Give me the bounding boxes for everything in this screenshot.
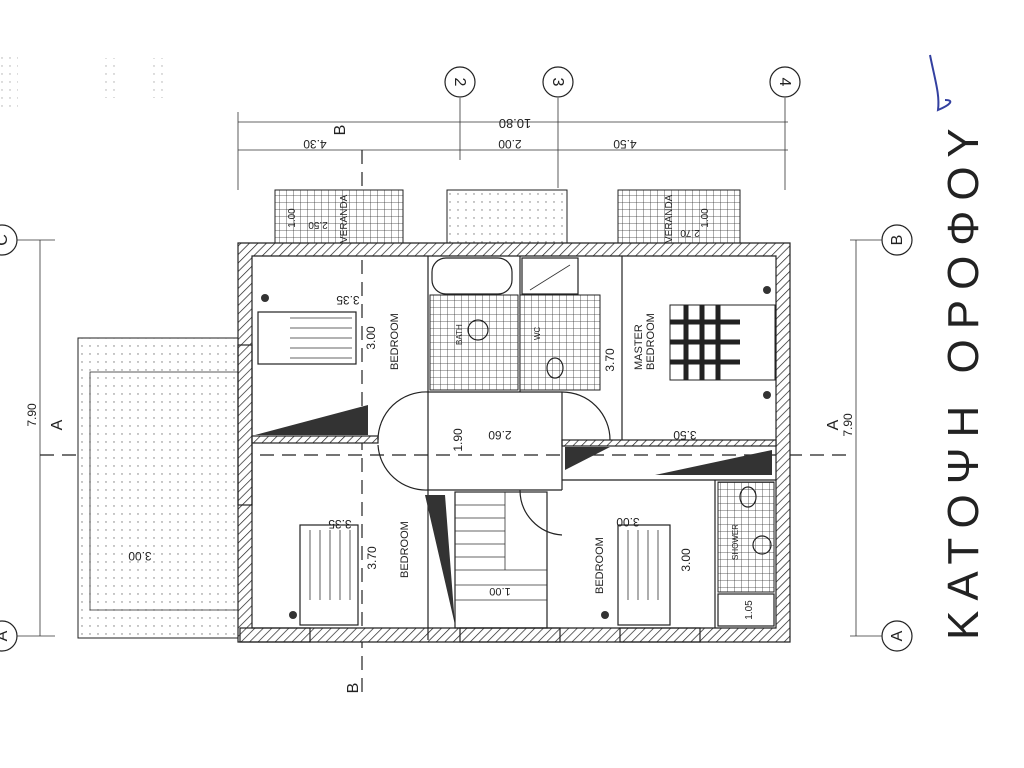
dim-stair: 1.00 xyxy=(489,585,510,597)
dim-hall-d: 1.90 xyxy=(451,428,465,452)
room-master-2: BEDROOM xyxy=(645,313,657,370)
room-master-1: MASTER xyxy=(633,324,645,370)
bath-label: BATH xyxy=(455,324,464,345)
stamp-marks xyxy=(0,55,163,110)
grid-label-3: 3 xyxy=(549,78,566,87)
walls xyxy=(237,242,791,643)
section-a-right: A xyxy=(825,419,842,430)
grid-label-b: B xyxy=(889,235,906,246)
dim-veranda1-w: 2.50 xyxy=(308,219,328,230)
top-dimensions: 10.80 4.30 2.00 4.50 xyxy=(237,98,788,190)
grid-label-a-left: A xyxy=(0,630,11,641)
dim-master-d: 3.70 xyxy=(603,348,617,372)
dim-seg2: 2.00 xyxy=(498,137,522,151)
dim-total-width: 10.80 xyxy=(499,116,532,131)
dim-bed3-w: 3.00 xyxy=(616,515,640,529)
grid-label-a: A xyxy=(889,630,906,641)
dim-bed2-w: 3.35 xyxy=(328,517,352,531)
dim-veranda2-d: 1.00 xyxy=(700,208,711,228)
grid-label-2: 2 xyxy=(451,78,468,87)
verandas: VERANDA VERANDA 2.50 1.00 1.00 2.70 xyxy=(274,189,741,246)
staircase: 1.00 xyxy=(454,491,548,629)
bathrooms: BATH WC SHOWER 1.05 xyxy=(429,257,775,627)
dim-bed1-w: 3.35 xyxy=(336,293,360,307)
dim-bed2-d: 3.70 xyxy=(365,546,379,570)
dim-seg3: 4.50 xyxy=(613,137,637,151)
dim-wc: 1.05 xyxy=(744,600,755,620)
veranda-label-2: VERANDA xyxy=(664,194,675,243)
room-bedroom-2: BEDROOM xyxy=(399,521,411,578)
dim-veranda1-d: 1.00 xyxy=(287,208,298,228)
dim-terrace: 3.00 xyxy=(128,549,152,563)
room-bedroom-3: BEDROOM xyxy=(594,537,606,594)
dim-bed1-d: 3.00 xyxy=(364,326,378,350)
dim-depth-right: 7.90 xyxy=(841,413,855,437)
shower-label: SHOWER xyxy=(731,524,740,560)
wc-label: WC xyxy=(533,326,542,340)
dim-depth-left: 7.90 xyxy=(25,403,39,427)
dim-master-w: 3.50 xyxy=(673,428,697,442)
grid-label-4: 4 xyxy=(776,78,793,87)
drawing-title: ΚΑΤΟΨΗ ΟΡΟΦΟΥ xyxy=(939,118,988,640)
dim-hall-w: 2.60 xyxy=(488,428,512,442)
beds xyxy=(257,286,776,626)
signature-mark xyxy=(929,54,952,112)
section-b-bottom: B xyxy=(345,683,362,694)
dim-seg1: 4.30 xyxy=(303,137,327,151)
room-labels: BEDROOM BEDROOM BEDROOM MASTER BEDROOM 3… xyxy=(328,293,697,594)
grid-label-c-left: C xyxy=(0,234,11,246)
room-bedroom-1: BEDROOM xyxy=(389,313,401,370)
dim-veranda2-w: 2.70 xyxy=(680,227,700,238)
section-a-left: A xyxy=(49,419,66,430)
grid-bubbles: 2 3 4 B A C A 7.90 7.90 xyxy=(0,66,913,652)
section-b-top: B xyxy=(332,125,349,136)
terrace: 3.00 xyxy=(77,337,241,639)
dim-bed3-d: 3.00 xyxy=(679,548,693,572)
wardrobes xyxy=(255,405,772,625)
veranda-label-1: VERANDA xyxy=(339,194,350,243)
